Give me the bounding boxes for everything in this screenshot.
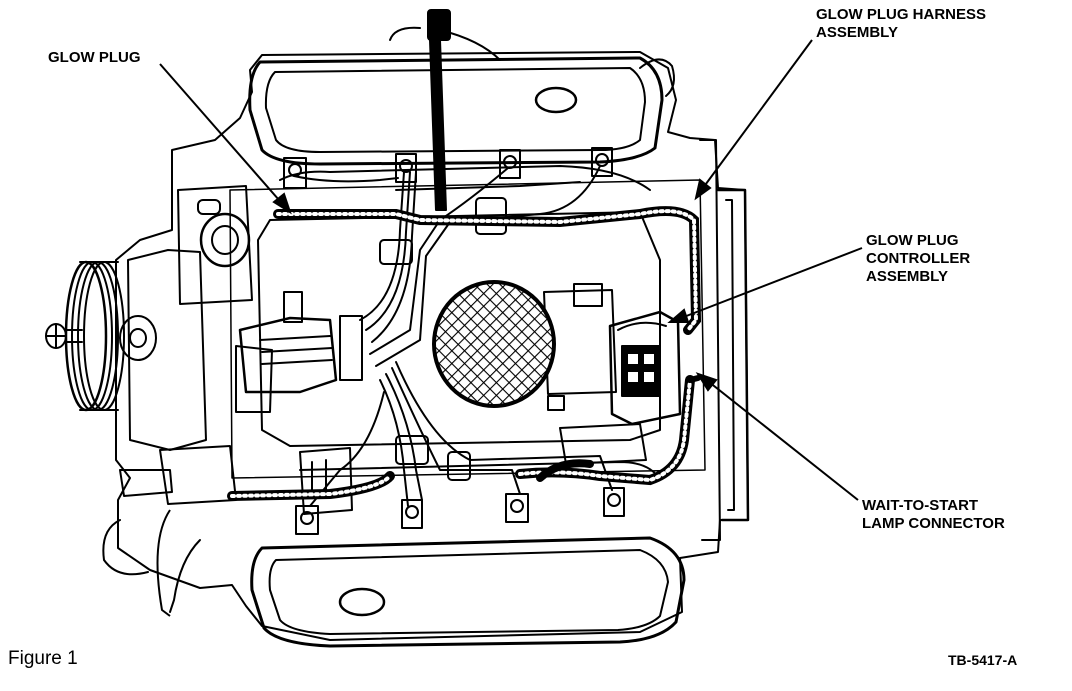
callout-glow-plug-line1: GLOW PLUG	[48, 49, 141, 66]
glow-plug-harness	[227, 206, 702, 501]
engine-block-outline	[115, 51, 749, 641]
callout-wts-line1: WAIT-TO-START	[862, 497, 979, 514]
callout-harness-line1: GLOW PLUG HARNESS	[816, 6, 987, 23]
glow-plug-controller	[608, 310, 682, 426]
air-intake-screen	[432, 280, 556, 408]
callout-harness-assembly: GLOW PLUG HARNESS ASSEMBLY	[816, 6, 986, 42]
figure-caption: Figure 1	[8, 648, 78, 669]
callout-wait-to-start-connector: WAIT-TO-START LAMP CONNECTOR	[862, 497, 1005, 533]
bottom-cover-oil-cap	[338, 587, 386, 617]
callout-controller-line1: GLOW PLUG	[866, 232, 959, 249]
crankshaft-pulley	[45, 260, 125, 412]
bottom-valve-cover	[250, 536, 686, 648]
fuel-lines	[293, 165, 613, 507]
top-cover-oil-cap	[534, 86, 578, 114]
fuel-injection-pump	[235, 291, 363, 515]
callout-wts-line2: LAMP CONNECTOR	[862, 515, 1005, 532]
lower-injectors	[295, 487, 625, 535]
leader-lines	[159, 39, 863, 501]
front-timing-cover	[127, 249, 207, 451]
intake-manifold	[257, 211, 661, 447]
callout-controller-assembly: GLOW PLUG CONTROLLER ASSEMBLY	[866, 232, 970, 286]
top-valve-cover	[248, 56, 664, 166]
dipstick-tube	[429, 39, 447, 211]
callout-harness-line2: ASSEMBLY	[816, 24, 898, 41]
figure-code: TB-5417-A	[948, 652, 1018, 668]
callout-controller-line3: ASSEMBLY	[866, 268, 948, 285]
callout-controller-line2: CONTROLLER	[866, 250, 971, 267]
callout-glow-plug: GLOW PLUG	[48, 49, 141, 67]
